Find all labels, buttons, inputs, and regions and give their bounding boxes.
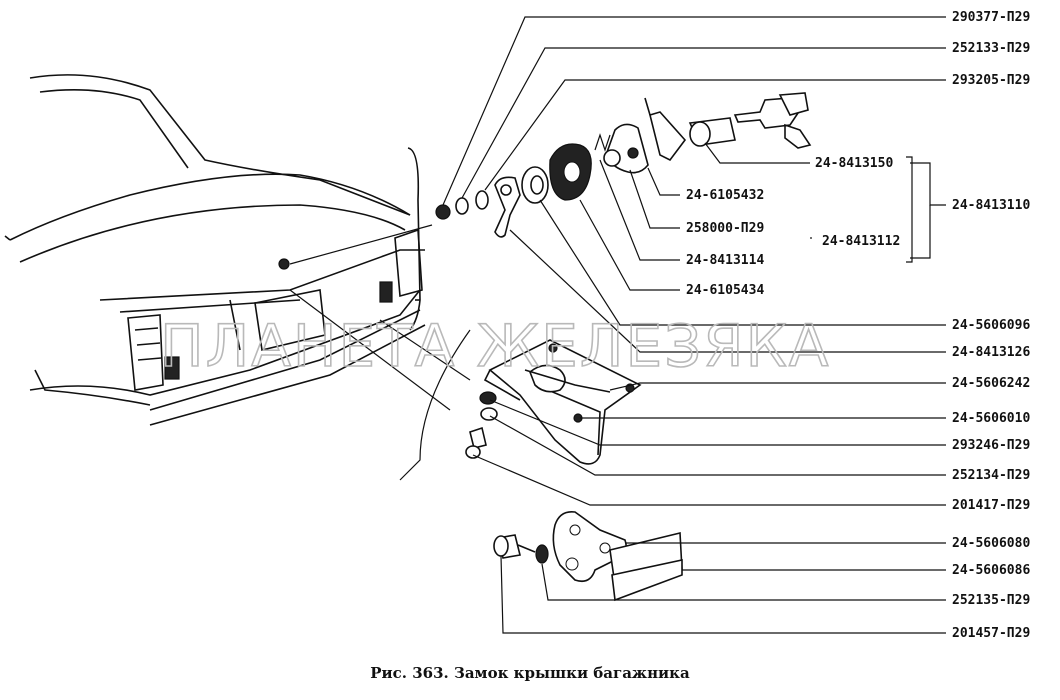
callout-label: 24-5606010 xyxy=(952,411,1030,426)
callout-label: 201457-П29 xyxy=(952,626,1030,641)
lock-mechanism-body xyxy=(465,339,642,465)
callout-label-group: 24-8413110 xyxy=(952,198,1030,213)
callout-label: 24-5606242 xyxy=(952,376,1030,391)
callout-label: 201417-П29 xyxy=(952,498,1030,513)
callout-label-group: 24-8413112 xyxy=(822,234,900,249)
callout-labels: 290377-П29 252133-П29 293205-П29 24-8413… xyxy=(686,10,1030,641)
callout-label: 293205-П29 xyxy=(952,73,1030,88)
callout-label: 24-8413150 xyxy=(815,156,893,171)
figure-caption: Рис. 363. Замок крышки багажника xyxy=(370,664,690,682)
callout-label: 24-8413114 xyxy=(686,253,764,268)
callout-label: 24-5606096 xyxy=(952,318,1030,333)
leader-lines xyxy=(442,16,946,634)
callout-label: 252133-П29 xyxy=(952,41,1030,56)
car-rear-outline xyxy=(4,74,426,426)
callout-label: 24-6105434 xyxy=(686,283,764,298)
callout-label: 24-6105432 xyxy=(686,188,764,203)
callout-label: 290377-П29 xyxy=(952,10,1030,25)
callout-label: 252134-П29 xyxy=(952,468,1030,483)
lock-cylinder-assembly xyxy=(435,92,812,238)
callout-label: 258000-П29 xyxy=(686,221,764,236)
callout-label: 24-8413126 xyxy=(952,345,1030,360)
callout-label: 252135-П29 xyxy=(952,593,1030,608)
callout-label: 24-5606086 xyxy=(952,563,1030,578)
striker-assembly xyxy=(493,510,683,602)
callout-label: 293246-П29 xyxy=(952,438,1030,453)
callout-label: 24-5606080 xyxy=(952,536,1030,551)
watermark: ПЛАНЕТА ЖЕЛЕЗЯКА xyxy=(160,312,830,380)
